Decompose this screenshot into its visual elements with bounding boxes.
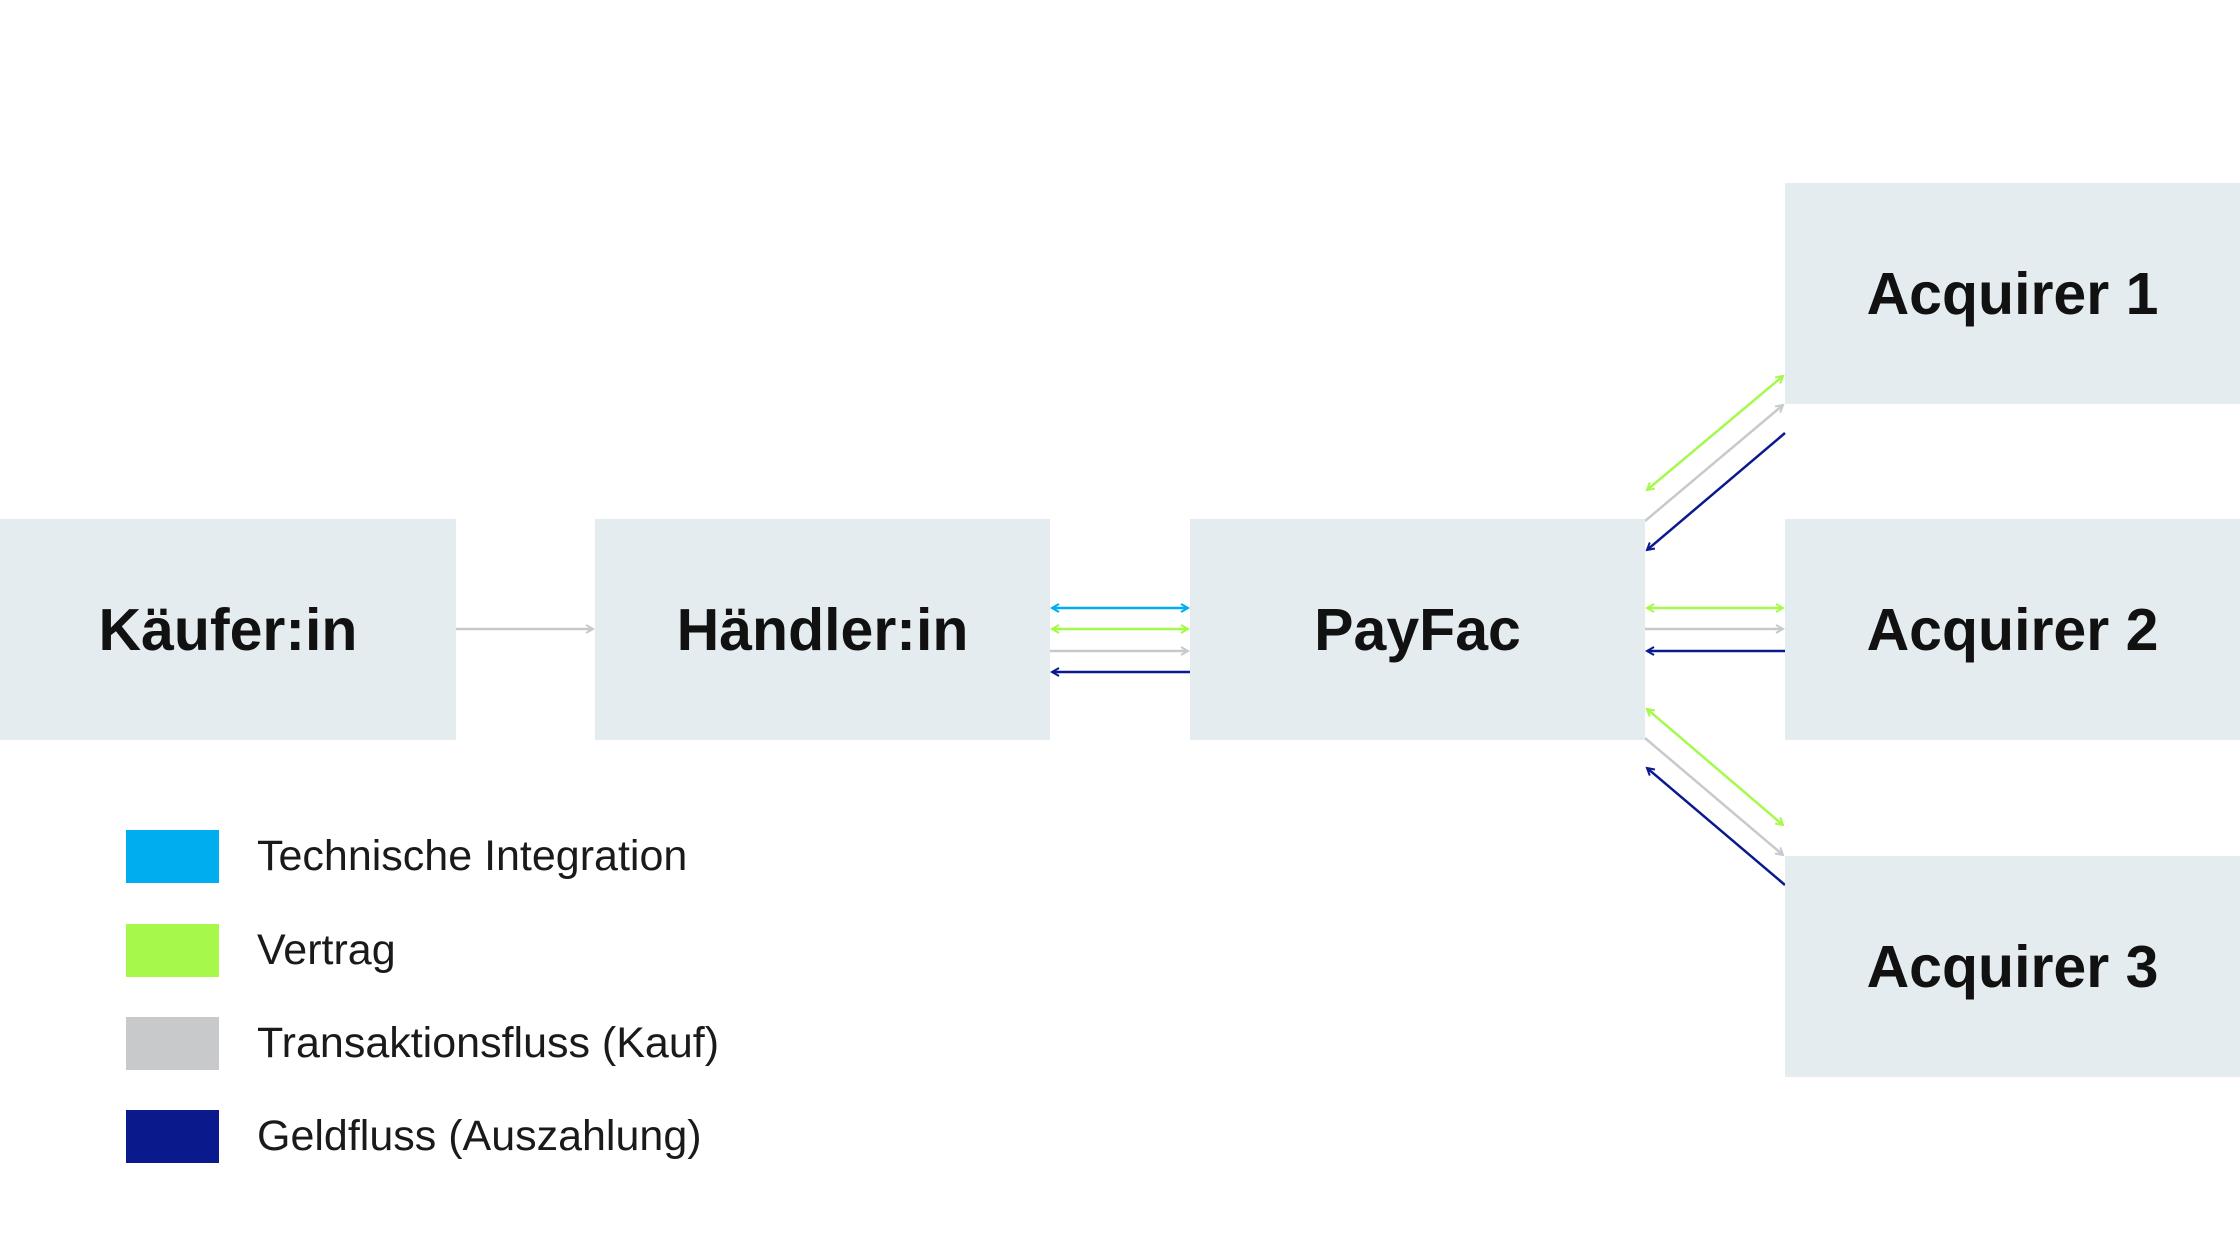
node-acquirer-3: Acquirer 3	[1785, 856, 2240, 1077]
arrow-payfac-acquirer1-contract	[1647, 376, 1783, 490]
legend-swatch-transaction	[126, 1017, 219, 1070]
arrow-payfac-acquirer3-contract	[1647, 709, 1783, 825]
legend-swatch-contract	[126, 924, 219, 977]
node-acquirer-2-label: Acquirer 2	[1866, 596, 2159, 663]
node-buyer-label: Käufer:in	[98, 596, 358, 663]
legend-swatch-technical	[126, 830, 219, 883]
node-acquirer-2: Acquirer 2	[1785, 519, 2240, 740]
legend-item-transaction: Transaktionsfluss (Kauf)	[126, 1017, 826, 1071]
node-acquirer-1: Acquirer 1	[1785, 183, 2240, 404]
node-payfac: PayFac	[1190, 519, 1645, 740]
arrow-acquirer1-to-payfac-money	[1647, 432, 1786, 550]
arrow-payfac-to-acquirer1-transaction	[1644, 405, 1783, 522]
node-payfac-label: PayFac	[1314, 596, 1521, 663]
legend-item-technical: Technische Integration	[126, 830, 826, 884]
node-acquirer-1-label: Acquirer 1	[1866, 260, 2159, 327]
node-merchant-label: Händler:in	[676, 596, 969, 663]
legend-label-money: Geldfluss (Auszahlung)	[257, 1112, 702, 1160]
node-acquirer-3-label: Acquirer 3	[1866, 933, 2159, 1000]
legend-item-contract: Vertrag	[126, 924, 826, 978]
legend-label-contract: Vertrag	[257, 926, 396, 974]
legend-label-technical: Technische Integration	[257, 832, 688, 880]
legend-label-transaction: Transaktionsfluss (Kauf)	[257, 1019, 720, 1067]
arrow-acquirer3-to-payfac-money	[1647, 768, 1786, 886]
legend-swatch-money	[126, 1110, 219, 1163]
node-buyer: Käufer:in	[0, 519, 456, 740]
arrow-payfac-to-acquirer3-transaction	[1644, 737, 1783, 855]
legend-item-money: Geldfluss (Auszahlung)	[126, 1110, 826, 1164]
node-merchant: Händler:in	[595, 519, 1050, 740]
